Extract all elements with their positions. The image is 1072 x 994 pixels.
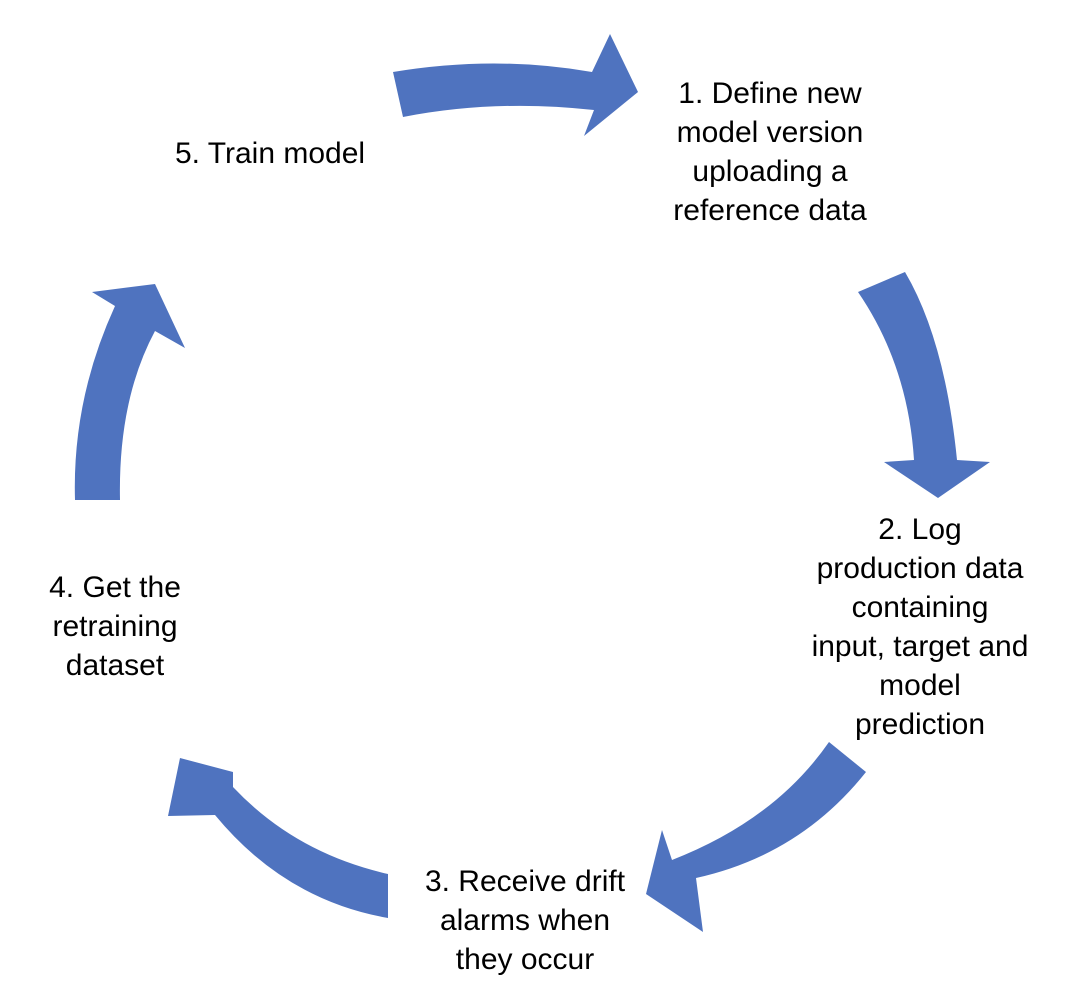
step-1-label: 1. Define new model version uploading a … <box>673 77 867 227</box>
arrow-dataset-to-train <box>74 284 185 500</box>
arrow-alarms-to-dataset <box>168 758 388 918</box>
step-2-label: 2. Log production data containing input,… <box>811 513 1029 741</box>
arrow-train-to-define <box>393 34 638 136</box>
arrow-define-to-log <box>858 272 990 498</box>
arrow-log-to-alarms <box>646 742 866 932</box>
step-3-label: 3. Receive drift alarms when they occur <box>424 865 626 976</box>
step-5-label: 5. Train model <box>174 137 366 170</box>
step-4-label: 4. Get the retraining dataset <box>49 571 181 682</box>
